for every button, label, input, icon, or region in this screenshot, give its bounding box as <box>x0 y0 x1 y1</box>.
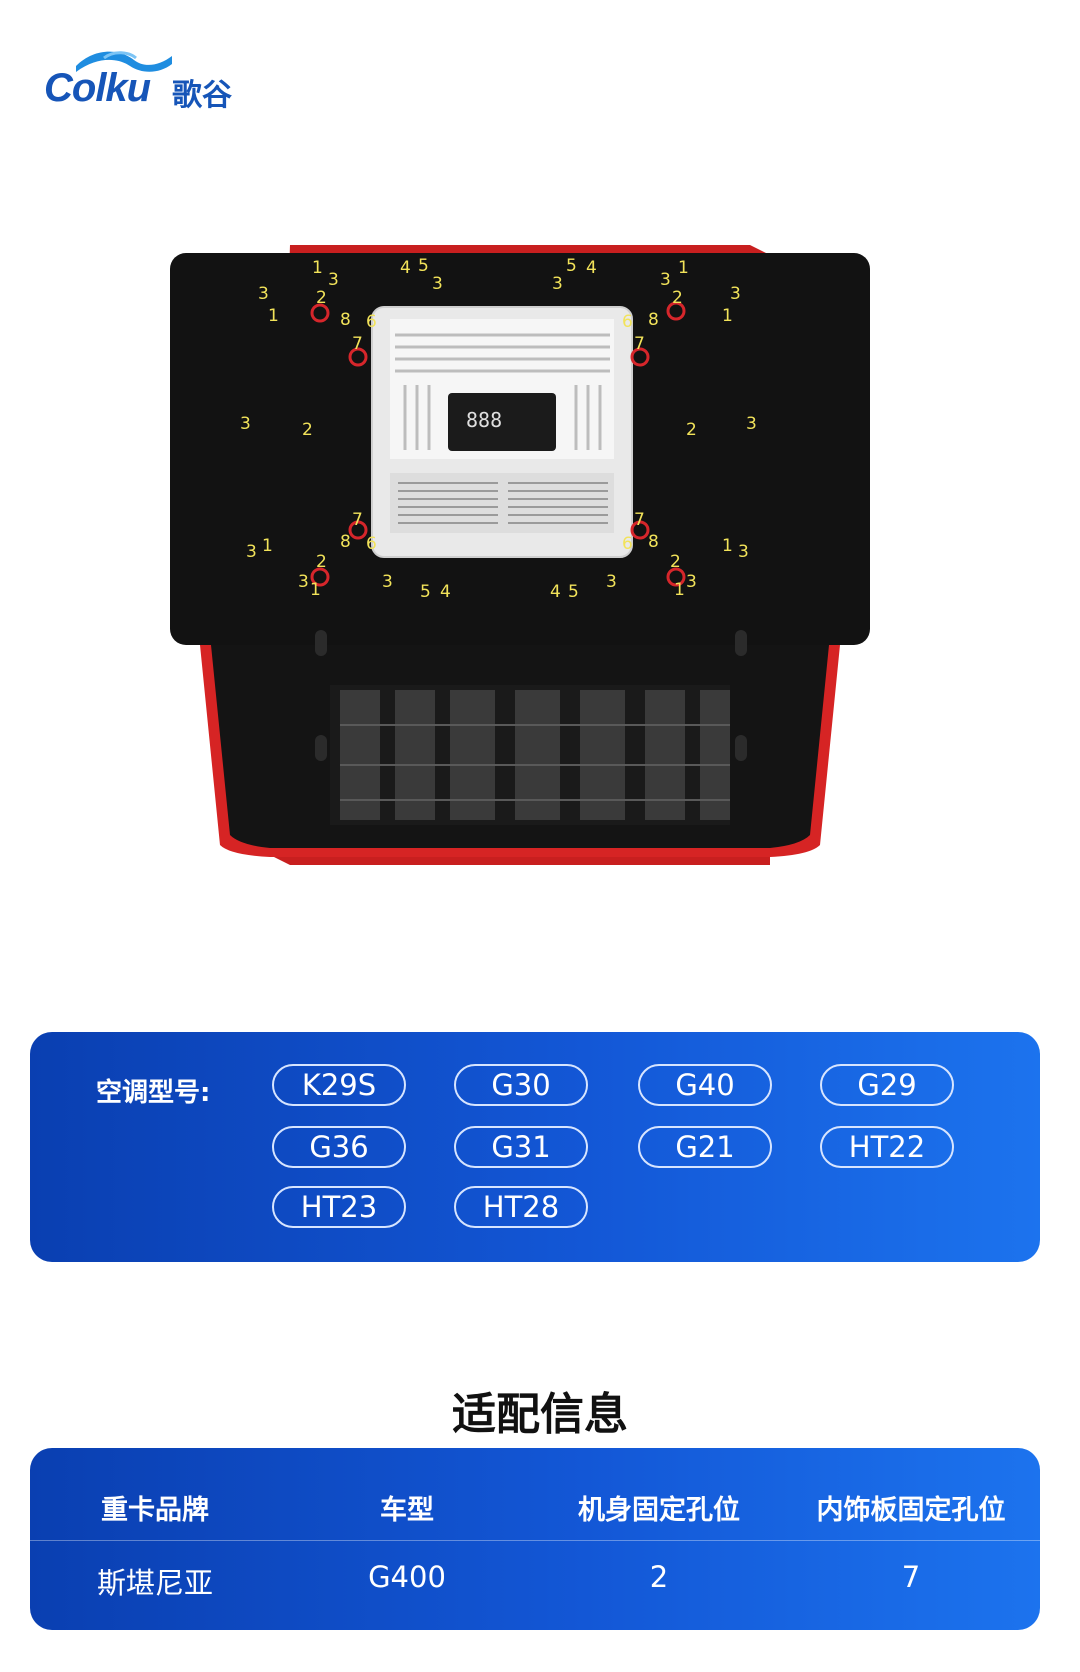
model-pill: HT28 <box>454 1186 588 1228</box>
svg-text:2: 2 <box>302 420 313 440</box>
model-pill: HT23 <box>272 1186 406 1228</box>
table-cell-brand: 斯堪尼亚 <box>96 1566 213 1600</box>
svg-text:3: 3 <box>298 572 309 592</box>
svg-text:1: 1 <box>310 580 321 600</box>
table-header-model: 车型 <box>380 1495 434 1526</box>
model-pill: G30 <box>454 1064 588 1106</box>
svg-text:7: 7 <box>352 334 363 354</box>
svg-text:6: 6 <box>366 312 377 332</box>
svg-text:4: 4 <box>586 258 597 278</box>
svg-text:6: 6 <box>622 534 633 554</box>
svg-text:3: 3 <box>660 270 671 290</box>
section-title: 适配信息 <box>452 1389 628 1440</box>
svg-text:5: 5 <box>566 256 577 276</box>
svg-text:7: 7 <box>634 510 645 530</box>
svg-text:2: 2 <box>670 552 681 572</box>
logo-text-en: Colku <box>44 66 151 110</box>
svg-text:7: 7 <box>352 510 363 530</box>
svg-text:1: 1 <box>722 306 733 326</box>
model-pill: K29S <box>272 1064 406 1106</box>
svg-text:1: 1 <box>268 306 279 326</box>
model-pill: G40 <box>638 1064 772 1106</box>
svg-text:3: 3 <box>730 284 741 304</box>
model-pill: HT22 <box>820 1126 954 1168</box>
svg-text:8: 8 <box>648 532 659 552</box>
svg-text:5: 5 <box>568 582 579 602</box>
table-cell-trim-hole: 7 <box>901 1560 921 1594</box>
svg-text:3: 3 <box>738 542 749 562</box>
svg-text:3: 3 <box>686 572 697 592</box>
svg-text:8: 8 <box>340 532 351 552</box>
svg-text:8: 8 <box>648 310 659 330</box>
models-label: 空调型号: <box>96 1078 211 1108</box>
svg-text:3: 3 <box>240 414 251 434</box>
svg-text:3: 3 <box>746 414 757 434</box>
svg-text:2: 2 <box>686 420 697 440</box>
table-header-brand: 重卡品牌 <box>101 1495 209 1526</box>
svg-text:2: 2 <box>672 288 683 308</box>
svg-text:6: 6 <box>366 534 377 554</box>
models-panel: 空调型号: K29S G30 G40 G29 G36 G31 G21 HT22 … <box>30 1032 1040 1262</box>
svg-text:3: 3 <box>328 270 339 290</box>
fit-table: 重卡品牌 车型 机身固定孔位 内饰板固定孔位 斯堪尼亚 G400 2 7 <box>30 1448 1040 1630</box>
svg-text:4: 4 <box>400 258 411 278</box>
svg-text:5: 5 <box>418 256 429 276</box>
model-pill: G29 <box>820 1064 954 1106</box>
svg-text:3: 3 <box>606 572 617 592</box>
table-cell-body-hole: 2 <box>649 1560 669 1594</box>
svg-text:3: 3 <box>382 572 393 592</box>
svg-text:3: 3 <box>552 274 563 294</box>
svg-text:888: 888 <box>466 408 502 432</box>
svg-text:5: 5 <box>420 582 431 602</box>
svg-text:2: 2 <box>316 552 327 572</box>
svg-text:3: 3 <box>258 284 269 304</box>
table-cell-model: G400 <box>368 1560 446 1594</box>
model-pill: G21 <box>638 1126 772 1168</box>
svg-text:1: 1 <box>722 536 733 556</box>
table-divider <box>30 1540 1040 1541</box>
svg-text:1: 1 <box>678 258 689 278</box>
svg-text:4: 4 <box>550 582 561 602</box>
model-pill: G31 <box>454 1126 588 1168</box>
table-header-body-hole: 机身固定孔位 <box>578 1495 740 1526</box>
svg-text:6: 6 <box>622 312 633 332</box>
svg-text:1: 1 <box>312 258 323 278</box>
svg-text:1: 1 <box>262 536 273 556</box>
brand-logo: Colku 歌谷 <box>44 46 274 113</box>
svg-text:2: 2 <box>316 288 327 308</box>
svg-text:4: 4 <box>440 582 451 602</box>
svg-text:8: 8 <box>340 310 351 330</box>
logo-text-cn: 歌谷 <box>172 78 232 113</box>
svg-text:3: 3 <box>432 274 443 294</box>
table-header-trim-hole: 内饰板固定孔位 <box>816 1495 1006 1526</box>
model-pill: G36 <box>272 1126 406 1168</box>
svg-text:3: 3 <box>246 542 257 562</box>
svg-text:7: 7 <box>634 334 645 354</box>
svg-text:1: 1 <box>674 580 685 600</box>
wave-icon <box>76 51 172 72</box>
